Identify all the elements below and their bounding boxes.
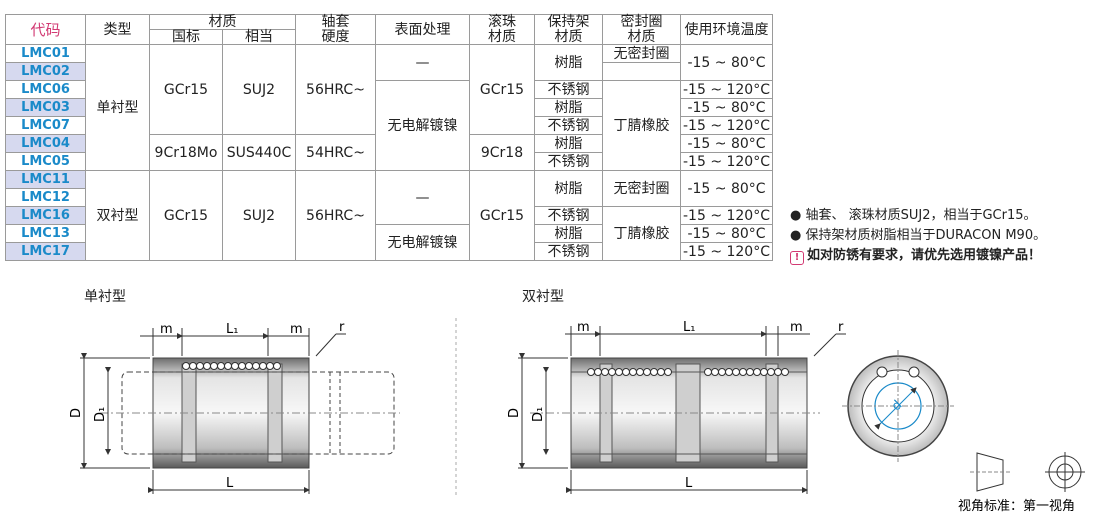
header-sleeve: 轴套 (295, 14, 376, 30)
dim-d1: D₁ (531, 407, 546, 422)
seal-cell: 丁腈橡胶 (602, 80, 681, 171)
dim-m-left: m (160, 322, 173, 337)
code-cell: LMC06 (5, 80, 86, 99)
temp-cell: -15 ~ 80°C (680, 44, 773, 81)
mat-std-cell: GCr15 (149, 170, 223, 261)
mat-std-cell: 9Cr18Mo (149, 134, 223, 171)
notes: ● 轴套、 滚珠材质SUJ2，相当于GCr15。 ● 保持架材质树脂相当于DUR… (790, 206, 1046, 266)
end-view-drawing: d (842, 350, 954, 462)
header-type: 类型 (85, 14, 150, 45)
ball-cell: GCr15 (469, 170, 535, 261)
hardness-cell: 56HRC~ (295, 170, 376, 261)
code-cell: LMC12 (5, 188, 86, 207)
header-ball: 滚珠 (469, 14, 535, 30)
temp-cell: -15 ~ 120°C (680, 80, 773, 99)
retainer-cell: 不锈钢 (534, 152, 603, 171)
table-row: LMC01 单衬型 GCr15 SUJ2 56HRC~ — GCr15 树脂 无… (5, 44, 773, 171)
table-row: LMC16 不锈钢 丁腈橡胶 -15 ~ 120°C (5, 206, 773, 261)
hardness-cell: 56HRC~ (295, 44, 376, 135)
dim-d: D (507, 408, 522, 418)
projection-symbol (970, 452, 1085, 492)
dim-m-right: m (290, 322, 303, 337)
header-code: 代码 (5, 14, 86, 45)
header-temp: 使用环境温度 (680, 14, 773, 45)
table-row: LMC02 (5, 62, 773, 81)
retainer-cell: 不锈钢 (534, 206, 603, 225)
dim-m-right: m (790, 320, 803, 335)
hardness-cell: 54HRC~ (295, 134, 376, 171)
retainer-cell: 树脂 (534, 170, 603, 207)
table-row: LMC06 无电解镀镍 不锈钢 丁腈橡胶 -15 ~ 120°C (5, 80, 773, 171)
single-type-drawing: m L₁ m r L D D₁ (69, 320, 400, 494)
dim-l: L (685, 476, 693, 491)
temp-cell: -15 ~ 120°C (680, 242, 773, 261)
double-type-drawing: m L₁ m r L D D₁ (507, 320, 846, 494)
spec-table: 代码 类型 材质 轴套 表面处理 滚珠 保持架 密封圈 使用环境温度 国标 相当… (5, 14, 773, 261)
table-row: LMC03 树脂 -15 ~ 80°C (5, 98, 773, 117)
dim-l: L (226, 476, 234, 491)
code-cell: LMC03 (5, 98, 86, 117)
single-type-label: 单衬型 (84, 289, 126, 305)
header-seal: 密封圈 (602, 14, 681, 30)
surface-cell: 无电解镀镍 (375, 80, 470, 171)
table-row: LMC13 无电解镀镍 树脂 -15 ~ 80°C (5, 224, 773, 261)
surface-cell: — (375, 44, 470, 81)
header-surface: 表面处理 (375, 14, 470, 45)
ball-row (182, 362, 281, 370)
table-row: LMC17 不锈钢 -15 ~ 120°C (5, 242, 773, 261)
code-cell: LMC02 (5, 62, 86, 81)
header-mat-eq: 相当 (222, 29, 296, 45)
code-cell: LMC11 (5, 170, 86, 189)
table-row: LMC12 (5, 188, 773, 207)
type-cell: 单衬型 (85, 44, 150, 171)
code-cell: LMC17 (5, 242, 86, 261)
note-2: ● 保持架材质树脂相当于DURACON M90。 (790, 228, 1047, 243)
dim-m-left: m (577, 320, 590, 335)
double-type-label: 双衬型 (522, 289, 564, 305)
header-retainer: 保持架 (534, 14, 603, 30)
dim-l1: L₁ (683, 320, 695, 335)
note-3: 如对防锈有要求，请优先选用镀镍产品！ (807, 248, 1042, 263)
dim-l1: L₁ (226, 322, 238, 337)
view-standard-note: 视角标准：第一视角 (958, 499, 1075, 514)
header-seal-mat: 材质 (602, 29, 681, 45)
retainer-cell: 不锈钢 (534, 80, 603, 99)
table-row: LMC05 不锈钢 -15 ~ 120°C (5, 152, 773, 171)
dim-d: D (69, 408, 84, 418)
table-row: LMC11 双衬型 GCr15 SUJ2 56HRC~ — GCr15 树脂 无… (5, 170, 773, 261)
dim-r: r (339, 320, 345, 335)
temp-cell: -15 ~ 80°C (680, 134, 773, 153)
mat-eq-cell: SUJ2 (222, 44, 296, 135)
temp-cell: -15 ~ 120°C (680, 206, 773, 225)
warning-icon: ! (790, 251, 804, 265)
surface-cell: — (375, 170, 470, 225)
dim-d1: D₁ (93, 407, 108, 422)
note-warning: !如对防锈有要求，请优先选用镀镍产品！ (790, 246, 1046, 266)
ball-row (587, 368, 789, 376)
seal-cell: 丁腈橡胶 (602, 206, 681, 261)
type-cell: 双衬型 (85, 170, 150, 261)
surface-cell: 无电解镀镍 (375, 224, 470, 261)
mat-eq-cell: SUS440C (222, 134, 296, 171)
temp-cell: -15 ~ 80°C (680, 98, 773, 117)
dim-r: r (838, 320, 844, 335)
note-1: ● 轴套、 滚珠材质SUJ2，相当于GCr15。 (790, 208, 1037, 223)
ball-cell: GCr15 (469, 44, 535, 135)
code-cell: LMC04 (5, 134, 86, 153)
code-cell: LMC07 (5, 116, 86, 135)
retainer-cell: 树脂 (534, 44, 603, 81)
temp-cell: -15 ~ 80°C (680, 170, 773, 207)
retainer-cell: 不锈钢 (534, 242, 603, 261)
table-row: LMC04 9Cr18Mo SUS440C 54HRC~ 9Cr18 树脂 -1… (5, 134, 773, 171)
